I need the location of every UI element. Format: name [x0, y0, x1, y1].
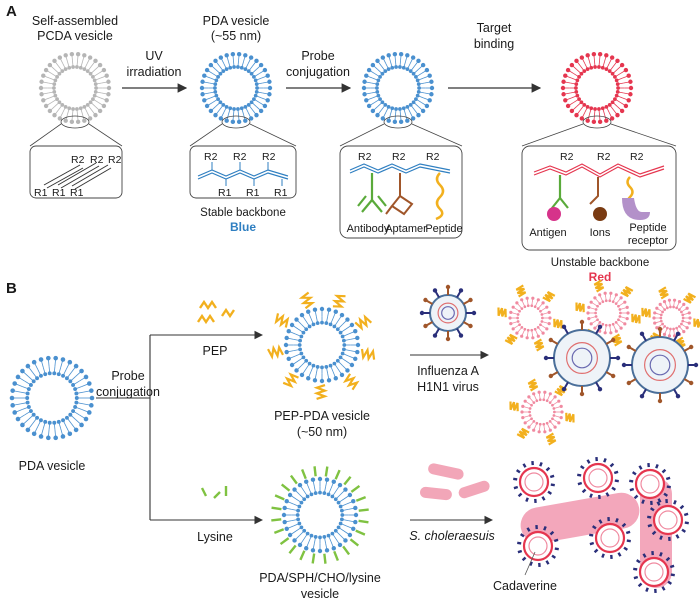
uv-label-line1: UV [145, 49, 163, 63]
antigen-icon [547, 207, 561, 221]
stable-backbone-box [189, 145, 297, 199]
target-label-line1: Target [477, 21, 512, 35]
ion-icon [593, 207, 607, 221]
peptide-receptor-label-line1: Peptide [629, 222, 666, 234]
target-bound-vesicle-red [560, 51, 634, 125]
zoom-lines [29, 115, 677, 147]
pda-title-line2: (~55 nm) [211, 29, 261, 43]
blue-color-label: Blue [230, 220, 256, 234]
red-color-label: Red [589, 270, 612, 284]
pda-vesicle-blue [199, 51, 273, 125]
bacteria-aggregate [513, 456, 689, 594]
stable-backbone-label: Stable backbone [200, 207, 286, 219]
r2-label: R2 [90, 154, 104, 166]
bacteria-label: S. choleraesuis [409, 529, 494, 543]
influenza-label-line1: Influenza A [417, 364, 480, 378]
antibody-label: Antibody [347, 223, 390, 235]
r1-label: R1 [52, 187, 66, 199]
lysine-icon [200, 486, 228, 499]
aptamer-icon [385, 173, 414, 216]
r1-label: R1 [34, 187, 48, 199]
r2-label: R2 [262, 151, 276, 163]
pda-vesicle-label: PDA vesicle [19, 459, 86, 473]
pda-title-line1: PDA vesicle [203, 14, 270, 28]
antibody-icon [551, 175, 569, 209]
pep-label: PEP [202, 344, 227, 358]
pep-pda-label-line2: (~50 nm) [297, 425, 347, 439]
pcda-title-line2: PCDA vesicle [37, 29, 113, 43]
complex-vesicle-label-line1: PDA/SPH/CHO/lysine [259, 571, 381, 585]
r2-label: R2 [560, 151, 574, 163]
complex-vesicle-label-line2: vesicle [301, 587, 339, 601]
target-zoom-box [521, 145, 677, 251]
panel-label-b: B [6, 280, 17, 297]
probe-label-b-line2: conjugation [96, 385, 160, 399]
virus-icon [419, 284, 477, 342]
virus-aggregate [497, 279, 700, 446]
pep-peptides-icon [197, 299, 235, 325]
panel-label-a: A [6, 3, 17, 20]
probe-label-b-line1: Probe [111, 369, 144, 383]
uv-label-line2: irradiation [127, 65, 182, 79]
r2-label: R2 [71, 154, 85, 166]
r2-label: R2 [358, 151, 372, 163]
probe-conjugated-vesicle [361, 51, 435, 125]
r1-label: R1 [218, 187, 232, 199]
pcda-title-line1: Self-assembled [32, 14, 118, 28]
r1-label: R1 [274, 187, 288, 199]
pda-vesicle-start [9, 355, 95, 441]
r2-label: R2 [597, 151, 611, 163]
r2-label: R2 [426, 151, 440, 163]
peptide-receptor-icon [622, 198, 650, 220]
pcda-monomer-lines [43, 162, 112, 190]
r2-label: R2 [233, 151, 247, 163]
unstable-backbone-label: Unstable backbone [551, 257, 649, 269]
peptide-receptor-label-line2: receptor [628, 235, 669, 247]
target-label-line2: binding [474, 37, 514, 51]
ions-label: Ions [590, 227, 611, 239]
aptamer-label: Aptamer [385, 223, 427, 235]
pcda-vesicle [38, 51, 112, 125]
r1-label: R1 [70, 187, 84, 199]
red-backbone-line [533, 163, 665, 175]
lysine-label: Lysine [197, 530, 233, 544]
branch-connector [96, 335, 151, 520]
pep-pda-vesicle [267, 291, 376, 400]
peptide-label: Peptide [425, 223, 462, 235]
pep-pda-label-line1: PEP-PDA vesicle [274, 409, 370, 423]
antibody-icon [357, 173, 387, 213]
cadaverine-pointer [524, 551, 536, 576]
antigen-label: Antigen [529, 227, 566, 239]
influenza-label-line2: H1N1 virus [417, 380, 479, 394]
r2-label: R2 [108, 154, 122, 166]
r1-label: R1 [246, 187, 260, 199]
peptide-icon [435, 172, 445, 221]
cadaverine-label: Cadaverine [493, 579, 557, 593]
bacteria-icon [420, 463, 490, 501]
r2-label: R2 [392, 151, 406, 163]
r2-label: R2 [630, 151, 644, 163]
probe-label-a-line2: conjugation [286, 65, 350, 79]
aptamer-icon [589, 177, 599, 205]
lysine-pda-vesicle [271, 466, 369, 564]
probe-label-a-line1: Probe [301, 49, 334, 63]
r2-label: R2 [204, 151, 218, 163]
